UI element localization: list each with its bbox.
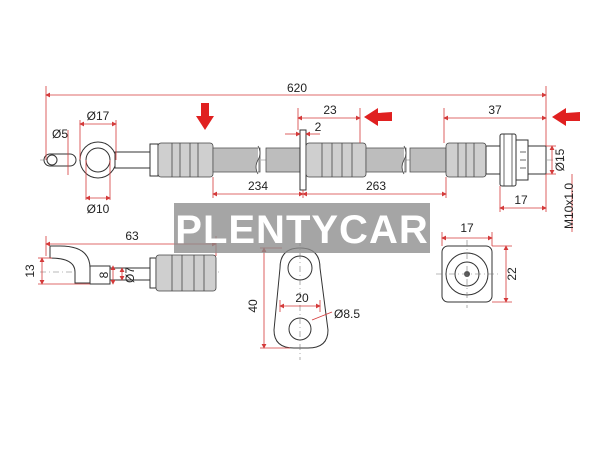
dim-bend-length: 63 [125, 229, 139, 243]
dim-plate-height: 40 [246, 299, 260, 313]
left-banjo-fitting [43, 141, 159, 179]
dim-left-eye-outer: Ø17 [87, 109, 110, 123]
middle-ferrule [305, 142, 367, 178]
dim-bend-offset: 13 [23, 264, 37, 278]
dim-plate-hole: Ø8.5 [334, 307, 360, 321]
left-arrow-marker-middle [364, 108, 392, 126]
fitting-end-view [436, 232, 512, 308]
bracket-plate-view [260, 240, 333, 360]
dim-overall-length: 620 [287, 81, 307, 95]
dim-segment-right: 263 [366, 179, 386, 193]
dimension-lines [45, 86, 573, 232]
left-arrow-marker-right [552, 108, 580, 126]
hose-segment-left [212, 147, 261, 173]
dim-bend-tube-dia: Ø7 [123, 267, 137, 283]
dim-bracket-thickness: 2 [315, 120, 322, 134]
dim-right-fitting-dia: Ø15 [553, 148, 567, 171]
indicator-arrows [196, 103, 580, 130]
dim-segment-left: 234 [248, 179, 268, 193]
dim-bend-small: 8 [97, 271, 111, 278]
bracket-plate [299, 129, 307, 191]
dim-left-pin: Ø5 [52, 127, 68, 141]
hose-assembly-top-view [40, 129, 565, 191]
dimension-labels: 620 Ø17 Ø5 Ø10 23 2 234 263 37 Ø15 17 M1… [23, 81, 576, 321]
dim-left-eye-inner: Ø10 [87, 202, 110, 216]
brand-watermark: PLENTYCAR [174, 203, 430, 253]
down-arrow-marker [196, 103, 214, 130]
hose-segment-right [365, 147, 407, 173]
dim-thread: M10x1.0 [562, 183, 576, 229]
right-ferrule [445, 142, 487, 178]
dim-bracket-width: 23 [323, 103, 337, 117]
dim-right-fitting-length: 37 [488, 103, 502, 117]
left-ferrule [157, 142, 214, 178]
dim-end-view-width: 17 [460, 221, 474, 235]
dim-end-view-height: 22 [505, 267, 519, 281]
dim-plate-width: 20 [295, 291, 309, 305]
bent-tube-view [38, 236, 220, 292]
watermark-text: PLENTYCAR [175, 208, 428, 252]
right-threaded-fitting [485, 133, 547, 187]
dim-right-hex-width: 17 [514, 193, 528, 207]
